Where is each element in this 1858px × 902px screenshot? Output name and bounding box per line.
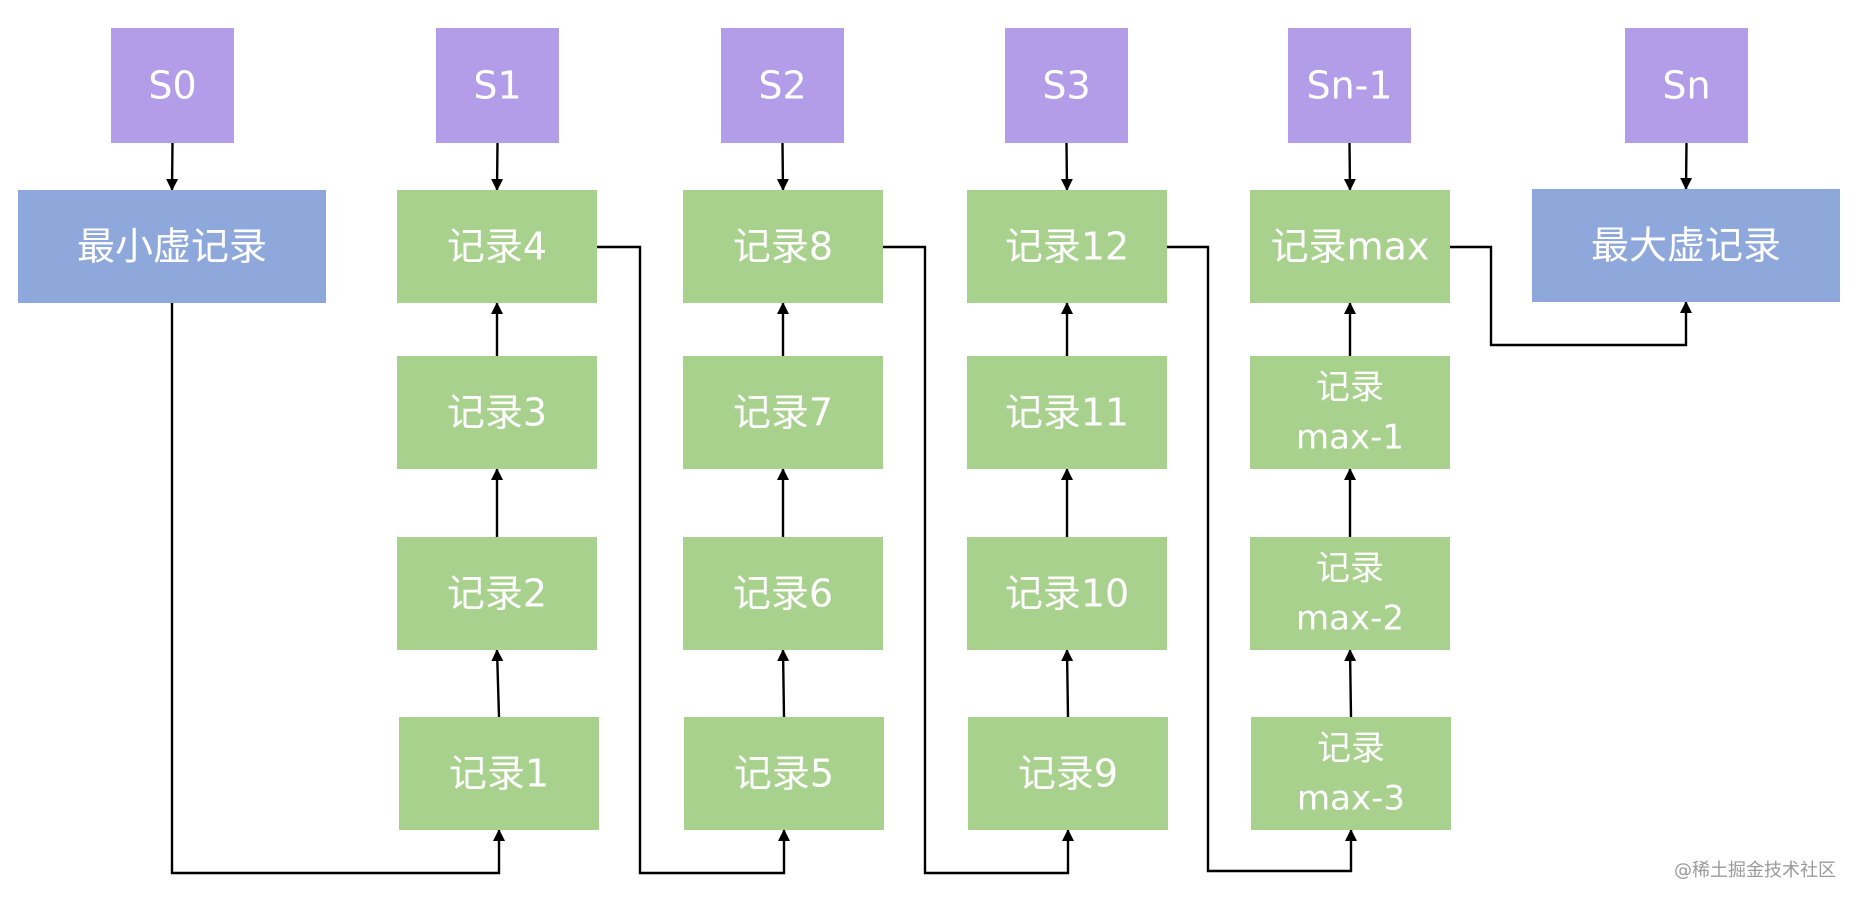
slot-sn1: Sn-1	[1288, 28, 1411, 143]
slot-sn1-label: Sn-1	[1306, 64, 1392, 108]
edge-rmax-to-supremum	[1450, 245, 1692, 347]
record-rmax1-box	[1250, 356, 1450, 469]
edge-r5-to-r6	[777, 649, 790, 718]
record-r9-label: 记录9	[1018, 752, 1118, 796]
edges-layer	[166, 142, 1693, 875]
record-rmax2-box	[1250, 537, 1450, 650]
record-rmax2-label: max-2	[1296, 599, 1404, 639]
virtual-record-supremum-box	[1532, 189, 1840, 302]
slot-s0-box	[111, 28, 234, 143]
record-r11: 记录11	[967, 356, 1167, 469]
edge-s2-to-r8	[776, 142, 789, 191]
record-rmax2: 记录 max-2	[1250, 537, 1450, 650]
record-r8-box	[683, 190, 883, 303]
record-rmax-box	[1250, 190, 1450, 303]
watermark: @稀土掘金技术社区	[1674, 860, 1836, 881]
record-r12-box	[967, 190, 1167, 303]
slot-sn: Sn	[1625, 28, 1748, 143]
virtual-record-supremum-label: 最大虚记录	[1591, 224, 1781, 268]
virtual-record-infimum: 最小虚记录	[18, 190, 326, 303]
edge-r8-to-r9	[883, 245, 1074, 875]
record-r8: 记录8	[683, 190, 883, 303]
record-r6-box	[683, 537, 883, 650]
record-rmax: 记录max	[1250, 190, 1450, 303]
record-r11-label: 记录11	[1005, 391, 1129, 435]
record-r9: 记录9	[968, 717, 1168, 830]
record-r1-label: 记录1	[449, 752, 549, 796]
record-r12-label: 记录12	[1005, 225, 1129, 269]
slot-s2-label: S2	[758, 64, 806, 108]
slot-s2-box	[721, 28, 844, 143]
record-r1: 记录1	[399, 717, 599, 830]
record-r2: 记录2	[397, 537, 597, 650]
edge-rmax3-to-rmax2	[1344, 649, 1357, 718]
record-r10: 记录10	[967, 537, 1167, 650]
record-r3-box	[397, 356, 597, 469]
edge-s3-to-r12	[1060, 142, 1073, 191]
record-r3-label: 记录3	[447, 391, 547, 435]
record-r10-box	[967, 537, 1167, 650]
record-r6-label: 记录6	[733, 572, 833, 616]
virtual-record-infimum-label: 最小虚记录	[77, 225, 267, 269]
edge-r1-to-r2	[491, 649, 504, 718]
record-r12: 记录12	[967, 190, 1167, 303]
record-r3: 记录3	[397, 356, 597, 469]
slot-sn-box	[1625, 28, 1748, 143]
record-rmax1-label: 记录	[1316, 368, 1384, 408]
slot-s1-label: S1	[473, 64, 521, 108]
record-r8-label: 记录8	[733, 225, 833, 269]
record-r5: 记录5	[684, 717, 884, 830]
slot-s3-box	[1005, 28, 1128, 143]
edge-sn-to-supremum	[1680, 142, 1693, 190]
record-r6: 记录6	[683, 537, 883, 650]
record-rmax1: 记录 max-1	[1250, 356, 1450, 469]
edge-s1-to-r4	[491, 142, 504, 191]
slot-s0: S0	[111, 28, 234, 143]
virtual-record-infimum-box	[18, 190, 326, 303]
record-rmax3: 记录 max-3	[1251, 717, 1451, 830]
slot-s1-box	[436, 28, 559, 143]
record-r1-box	[399, 717, 599, 830]
virtual-record-supremum: 最大虚记录	[1532, 189, 1840, 302]
record-r4: 记录4	[397, 190, 597, 303]
record-r9-box	[968, 717, 1168, 830]
record-r7: 记录7	[683, 356, 883, 469]
record-rmax3-label: max-3	[1297, 779, 1405, 819]
slot-s1: S1	[436, 28, 559, 143]
record-r2-box	[397, 537, 597, 650]
record-r2-label: 记录2	[447, 572, 547, 616]
record-rmax1-label: max-1	[1296, 418, 1404, 458]
record-r4-label: 记录4	[447, 225, 547, 269]
record-r7-label: 记录7	[733, 391, 833, 435]
record-r7-box	[683, 356, 883, 469]
record-r10-label: 记录10	[1005, 572, 1129, 616]
slot-s3: S3	[1005, 28, 1128, 143]
slot-sn1-box	[1288, 28, 1411, 143]
record-r5-label: 记录5	[734, 752, 834, 796]
record-rmax-label: 记录max	[1271, 225, 1430, 269]
slot-sn-label: Sn	[1662, 64, 1710, 108]
record-rmax2-label: 记录	[1316, 549, 1384, 589]
record-rmax3-box	[1251, 717, 1451, 830]
slot-s3-label: S3	[1042, 64, 1090, 108]
record-r5-box	[684, 717, 884, 830]
slot-s2: S2	[721, 28, 844, 143]
edge-infimum-to-r1	[170, 303, 505, 875]
slot-s0-label: S0	[148, 64, 196, 108]
record-rmax3-label: 记录	[1317, 729, 1385, 769]
edge-r9-to-r10	[1061, 649, 1074, 718]
edge-r12-to-rmax3	[1167, 245, 1357, 873]
edge-sn1-to-rmax	[1343, 142, 1356, 191]
edge-s0-to-infimum	[166, 142, 179, 191]
record-r11-box	[967, 356, 1167, 469]
record-r4-box	[397, 190, 597, 303]
edge-r4-to-r5	[597, 245, 790, 875]
